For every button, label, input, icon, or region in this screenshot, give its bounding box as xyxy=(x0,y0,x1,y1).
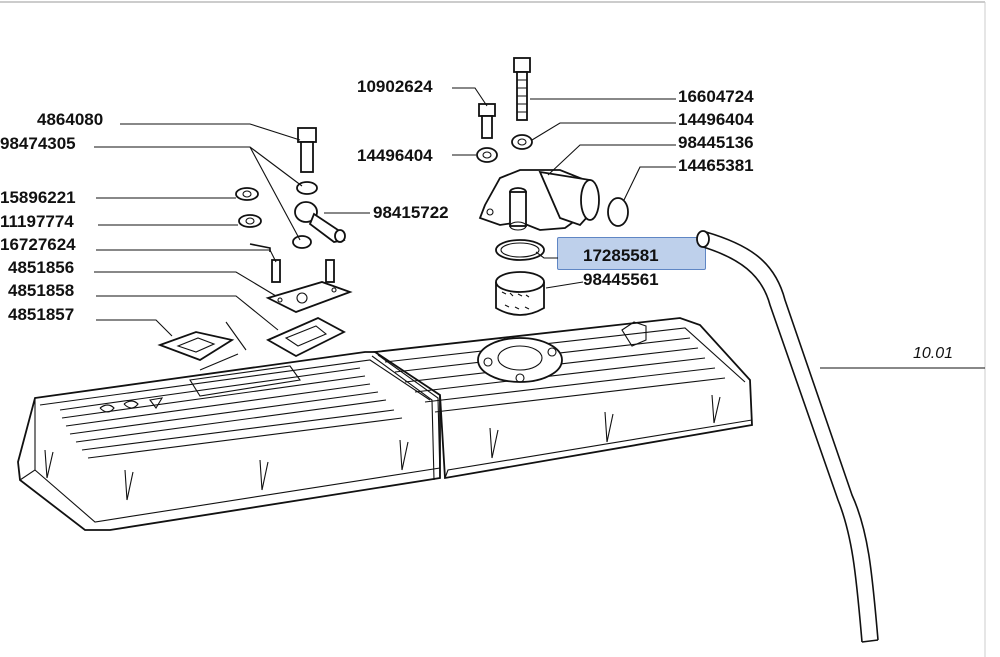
label-11197774[interactable]: 11197774 xyxy=(0,212,74,231)
washer-98474305 xyxy=(296,181,318,195)
label-14496404-left[interactable]: 14496404 xyxy=(357,146,433,165)
bolt-4864080 xyxy=(297,127,317,173)
reference-label: 10.01 xyxy=(913,345,954,362)
label-16604724[interactable]: 16604724 xyxy=(678,87,754,106)
washer-14496404-b xyxy=(476,147,498,163)
label-98445136[interactable]: 98445136 xyxy=(678,133,754,152)
washer-11197774 xyxy=(238,214,262,228)
bolt-10902624 xyxy=(478,103,496,139)
valve-cover xyxy=(17,317,753,531)
label-4851857[interactable]: 4851857 xyxy=(8,305,75,324)
label-4864080[interactable]: 4864080 xyxy=(37,110,104,129)
label-15896221[interactable]: 15896221 xyxy=(0,188,76,207)
gasket-4851857 xyxy=(157,331,235,361)
label-4851856[interactable]: 4851856 xyxy=(8,258,75,277)
label-98415722[interactable]: 98415722 xyxy=(373,203,449,222)
label-17285581[interactable]: 17285581 xyxy=(583,246,659,265)
washer-banjo-lower xyxy=(292,235,312,249)
leader-lines xyxy=(94,87,985,369)
bolt-16604724 xyxy=(513,57,531,121)
label-14465381[interactable]: 14465381 xyxy=(678,156,754,175)
banjo-98415722 xyxy=(294,201,346,243)
label-98474305[interactable]: 98474305 xyxy=(0,134,76,153)
breather-hose xyxy=(696,230,879,643)
stud-left xyxy=(271,259,281,283)
label-4851858[interactable]: 4851858 xyxy=(8,281,75,300)
stud-right xyxy=(325,259,335,283)
label-10902624[interactable]: 10902624 xyxy=(357,77,433,96)
filler-housing xyxy=(478,169,600,231)
filter-element xyxy=(495,271,545,316)
selected-part-highlight xyxy=(557,237,706,270)
label-98445561[interactable]: 98445561 xyxy=(583,270,659,289)
label-16727624[interactable]: 16727624 xyxy=(0,235,76,254)
plate-4851856 xyxy=(265,281,353,313)
gasket-4851858 xyxy=(266,316,346,358)
clip-16727624 xyxy=(249,243,271,252)
washer-14496404-a xyxy=(511,134,533,150)
nut-15896221 xyxy=(235,187,259,201)
o-ring-large xyxy=(607,197,629,227)
label-14496404-top[interactable]: 14496404 xyxy=(678,110,754,129)
